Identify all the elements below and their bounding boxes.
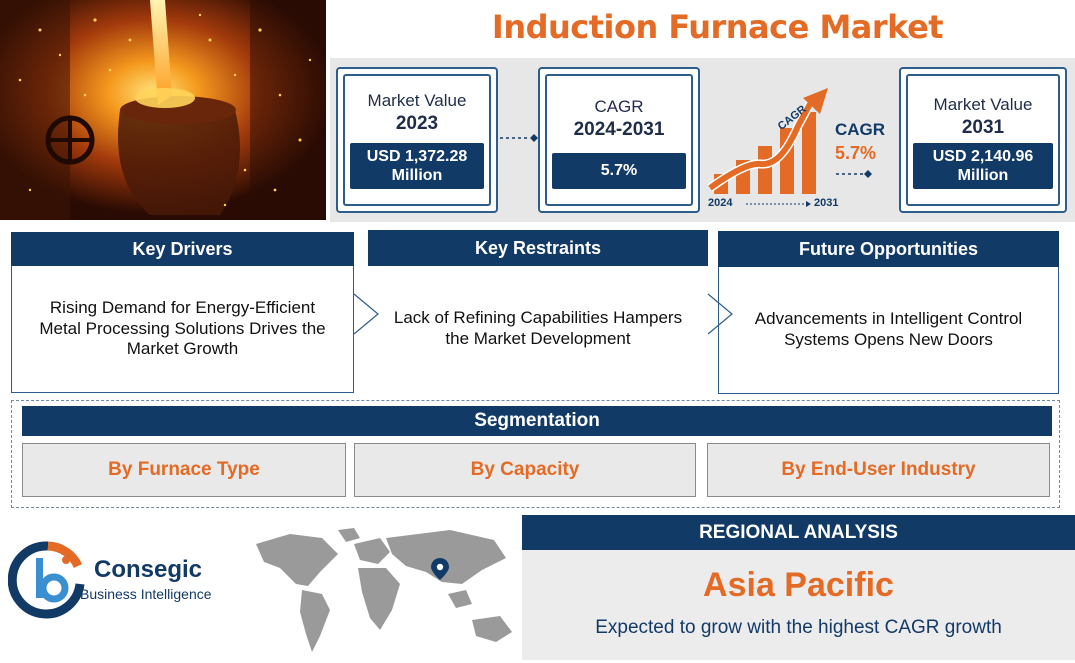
- connector-dashed: [836, 166, 874, 178]
- key-restraints-text: Lack of Refining Capabilities Hampers th…: [393, 308, 683, 348]
- cagr-end-year: 2031: [814, 197, 839, 209]
- market-value-2023-year: 2023: [395, 113, 439, 134]
- key-restraints-panel: Key Restraints Lack of Refining Capabili…: [368, 230, 708, 392]
- key-restraints-title: Key Restraints: [368, 230, 708, 266]
- market-value-2023-card: Market Value 2023 USD 1,372.28 Million: [336, 67, 498, 213]
- market-value-2031-label: Market Value: [933, 95, 1033, 114]
- regional-analysis-header: REGIONAL ANALYSIS: [522, 515, 1075, 551]
- connector-dashed: [500, 130, 538, 142]
- cagr-graphic-value: 5.7%: [835, 143, 877, 163]
- page-title: Induction Furnace Market: [491, 8, 944, 46]
- future-opportunities-text: Advancements in Intelligent Control Syst…: [718, 267, 1059, 394]
- market-value-2031-amount: USD 2,140.96 Million: [913, 143, 1053, 189]
- furnace-photo: [0, 0, 326, 220]
- key-drivers-title: Key Drivers: [11, 232, 354, 266]
- key-drivers-text: Rising Demand for Energy-Efficient Metal…: [11, 266, 354, 393]
- key-drivers-panel: Key Drivers Rising Demand for Energy-Eff…: [11, 232, 354, 393]
- brand-name: Consegic: [94, 556, 203, 583]
- cagr-card: CAGR 2024-2031 5.7%: [538, 67, 700, 213]
- consegic-logo: [7, 540, 88, 620]
- segment-end-user-industry: By End-User Industry: [707, 443, 1050, 497]
- market-value-2031-year: 2031: [961, 117, 1005, 138]
- cagr-label: CAGR: [594, 97, 644, 116]
- market-value-2023-label: Market Value: [367, 91, 467, 110]
- cagr-value: 5.7%: [552, 153, 686, 189]
- segmentation-title: Segmentation: [22, 406, 1052, 436]
- cagr-graphic-label: CAGR: [835, 120, 886, 139]
- segment-capacity: By Capacity: [354, 443, 696, 497]
- market-value-2031-card: Market Value 2031 USD 2,140.96 Million: [899, 67, 1067, 213]
- region-note: Expected to grow with the highest CAGR g…: [595, 617, 1002, 638]
- segment-furnace-type: By Furnace Type: [22, 443, 346, 497]
- region-name: Asia Pacific: [703, 566, 894, 604]
- regional-analysis-panel: [522, 550, 1075, 660]
- cagr-growth-graphic: CAGR 2024 2031: [706, 84, 846, 214]
- chevron-right-icon: [352, 292, 382, 336]
- brand-tagline: Business Intelligence: [80, 586, 212, 602]
- cagr-period: 2024-2031: [573, 119, 665, 140]
- future-opportunities-panel: Future Opportunities Advancements in Int…: [718, 231, 1059, 394]
- chevron-right-icon: [706, 292, 736, 336]
- market-value-2023-amount: USD 1,372.28 Million: [350, 143, 484, 189]
- cagr-start-year: 2024: [708, 197, 733, 209]
- segmentation-panel: [11, 400, 1060, 508]
- world-map: [250, 524, 520, 658]
- future-opportunities-title: Future Opportunities: [718, 231, 1059, 267]
